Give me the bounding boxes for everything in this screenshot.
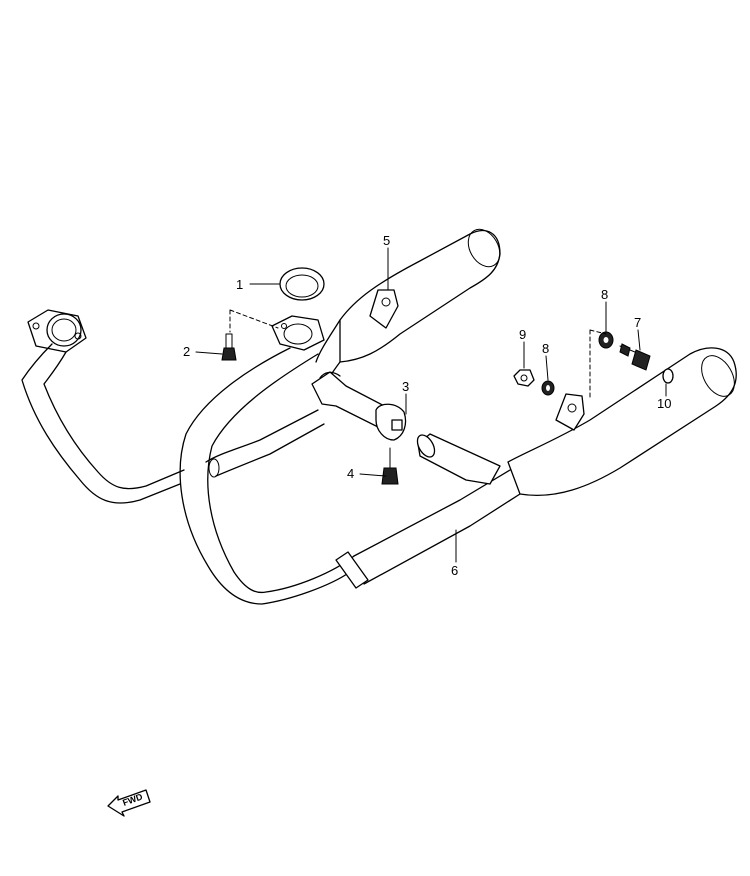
leader-lines — [195, 247, 667, 563]
clamp — [375, 403, 407, 441]
part-label-5: 5 — [383, 233, 390, 248]
bolt-2-guide — [229, 309, 279, 333]
front-exhaust-pipe — [21, 309, 185, 504]
bolt-2 — [221, 333, 237, 361]
rear-muffler — [507, 347, 737, 497]
nut-9 — [513, 369, 535, 387]
part-label-8-upper: 8 — [601, 287, 608, 302]
mount-guide — [589, 329, 607, 401]
main-exhaust-pipe — [179, 315, 521, 605]
part-label-2: 2 — [183, 344, 190, 359]
upper-muffler — [315, 228, 501, 383]
rear-connector-pipe — [416, 433, 501, 485]
part-label-9: 9 — [519, 327, 526, 342]
part-label-10: 10 — [657, 396, 671, 411]
bolt-7 — [619, 343, 651, 371]
bolt-4 — [381, 447, 399, 485]
part-label-6: 6 — [451, 563, 458, 578]
fwd-arrow-icon: FWD — [107, 789, 151, 817]
part-label-8-lower: 8 — [542, 341, 549, 356]
part-label-3: 3 — [402, 379, 409, 394]
part-label-1: 1 — [236, 277, 243, 292]
part-labels: 1 2 3 4 5 6 7 8 8 9 10 — [183, 233, 671, 578]
washer-8-lower — [541, 380, 555, 396]
part-label-7: 7 — [634, 315, 641, 330]
collar-10 — [662, 368, 674, 384]
part-label-4: 4 — [347, 466, 354, 481]
gasket-1 — [279, 267, 325, 301]
